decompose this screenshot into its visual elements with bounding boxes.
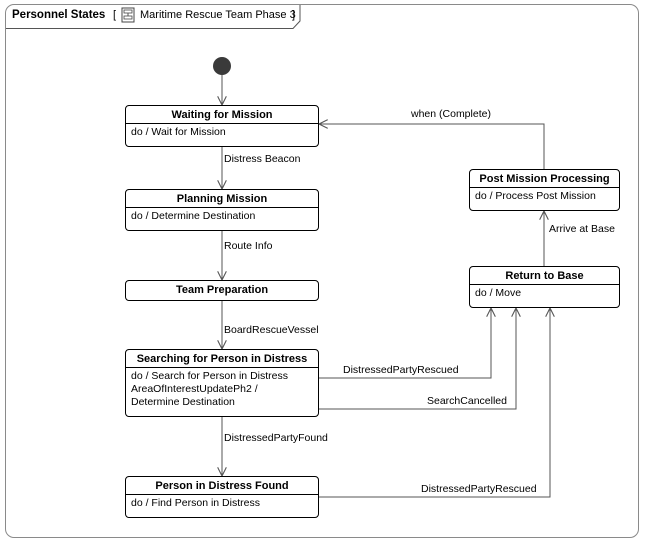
diagram-frame xyxy=(5,4,639,538)
initial-node xyxy=(213,57,231,75)
state-waiting-for-mission[interactable]: Waiting for Mission do / Wait for Missio… xyxy=(125,105,319,147)
state-name: Person in Distress Found xyxy=(155,480,289,492)
state-searching-for-person[interactable]: Searching for Person in Distress do / Se… xyxy=(125,349,319,417)
transition-when-complete xyxy=(319,124,545,169)
state-activity: AreaOfInterestUpdatePh2 / xyxy=(131,383,258,395)
state-activities: do / Find Person in Distress xyxy=(126,494,318,512)
state-return-to-base[interactable]: Return to Base do / Move xyxy=(469,266,620,308)
transition-search-rescued xyxy=(319,308,491,379)
transition-found-rescued xyxy=(319,308,550,498)
state-activities: do / Process Post Mission xyxy=(470,187,619,205)
state-activity: do / Wait for Mission xyxy=(131,126,226,138)
frame-close-bracket: ] xyxy=(292,9,296,21)
transition-search-cancelled xyxy=(319,308,516,410)
frame-tab-outline xyxy=(5,4,301,29)
state-activity: do / Search for Person in Distress xyxy=(131,370,288,382)
transition-label-search-cancelled: SearchCancelled xyxy=(427,395,507,407)
transition-label-route-info: Route Info xyxy=(224,240,273,252)
frame-title: Personnel States xyxy=(12,9,106,21)
state-name: Planning Mission xyxy=(176,193,268,205)
state-planning-mission[interactable]: Planning Mission do / Determine Destinat… xyxy=(125,189,319,231)
transition-label-arrive-base: Arrive at Base xyxy=(549,223,615,235)
transition-label-when-complete: when (Complete) xyxy=(411,108,491,120)
state-name: Searching for Person in Distress xyxy=(136,353,308,365)
state-person-in-distress-found[interactable]: Person in Distress Found do / Find Perso… xyxy=(125,476,319,518)
state-activity: do / Move xyxy=(475,287,522,299)
state-post-mission-processing[interactable]: Post Mission Processing do / Process Pos… xyxy=(469,169,620,211)
state-activity: do / Find Person in Distress xyxy=(131,497,260,509)
state-activity: do / Process Post Mission xyxy=(475,190,596,202)
transition-label-distress-beacon: Distress Beacon xyxy=(224,153,301,165)
state-activity: Determine Destination xyxy=(131,396,235,408)
state-name: Waiting for Mission xyxy=(171,109,273,121)
state-activity: do / Determine Destination xyxy=(131,210,256,222)
state-activities: do / Search for Person in Distress AreaO… xyxy=(126,367,318,411)
state-activities: do / Wait for Mission xyxy=(126,123,318,141)
transition-label-board-vessel: BoardRescueVessel xyxy=(224,324,319,336)
state-activities: do / Determine Destination xyxy=(126,207,318,225)
transition-label-found-rescued: DistressedPartyRescued xyxy=(421,483,537,495)
state-name: Return to Base xyxy=(505,270,584,282)
frame-context-name: Maritime Rescue Team Phase 3 xyxy=(140,9,296,21)
transition-label-search-rescued: DistressedPartyRescued xyxy=(343,364,459,376)
state-team-preparation[interactable]: Team Preparation xyxy=(125,280,319,301)
state-activities: do / Move xyxy=(470,284,619,302)
state-machine-diagram-icon xyxy=(121,7,135,23)
transition-label-party-found: DistressedPartyFound xyxy=(224,432,328,444)
frame-open-bracket: [ xyxy=(113,9,117,21)
state-name: Team Preparation xyxy=(175,284,269,296)
state-name: Post Mission Processing xyxy=(479,173,610,185)
